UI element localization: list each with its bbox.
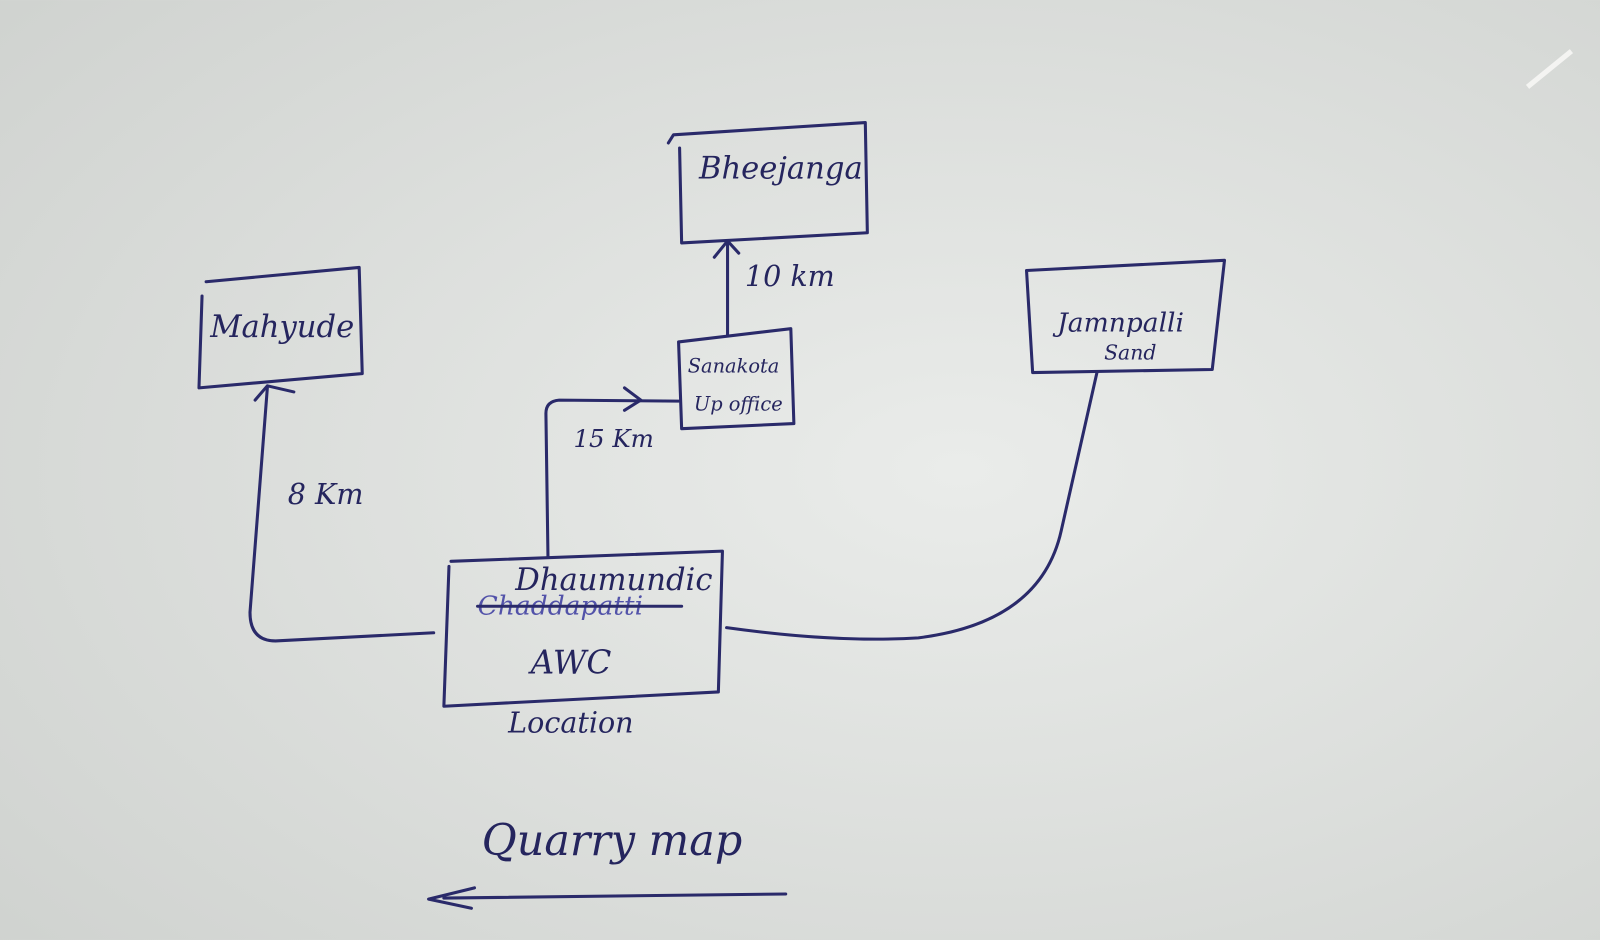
edge-awc-jamnpalli: [725, 371, 1099, 641]
node-awc-line1: Dhaumundic: [514, 563, 712, 598]
edge-label-8km: 8 Km: [288, 477, 364, 511]
node-sanakota: Sanakota Up office: [677, 327, 796, 431]
node-sanakota-line1: Sanakota: [688, 355, 780, 378]
edge-sanakota-bheejanga: 10 km: [712, 239, 835, 337]
node-awc-line2: AWC: [528, 644, 612, 682]
edge-awc-sanakota: 15 Km: [544, 386, 681, 558]
node-jamnpalli-line2: Sand: [1104, 340, 1156, 364]
edge-awc-mahyude: 8 Km: [248, 384, 436, 643]
node-mahyude: Mahyude: [197, 265, 364, 390]
node-jamnpalli: Jamnpalli Sand: [1025, 258, 1227, 375]
node-bheejanga-label: Bheejanga: [698, 152, 863, 187]
diagram-title: Quarry map: [427, 816, 788, 910]
node-jamnpalli-line1: Jamnpalli: [1052, 308, 1184, 339]
node-sanakota-line2: Up office: [694, 392, 783, 415]
pen-mark: [1525, 49, 1574, 89]
node-awc-caption: Location: [507, 706, 633, 740]
edge-label-15km: 15 Km: [573, 424, 653, 453]
node-mahyude-label: Mahyude: [209, 310, 354, 345]
edge-label-10km: 10 km: [745, 259, 835, 293]
node-bheejanga: Bheejanga: [666, 121, 869, 245]
node-awc: Dhaumundic Chaddapatti AWC Location: [442, 549, 724, 740]
title-text: Quarry map: [482, 816, 743, 866]
